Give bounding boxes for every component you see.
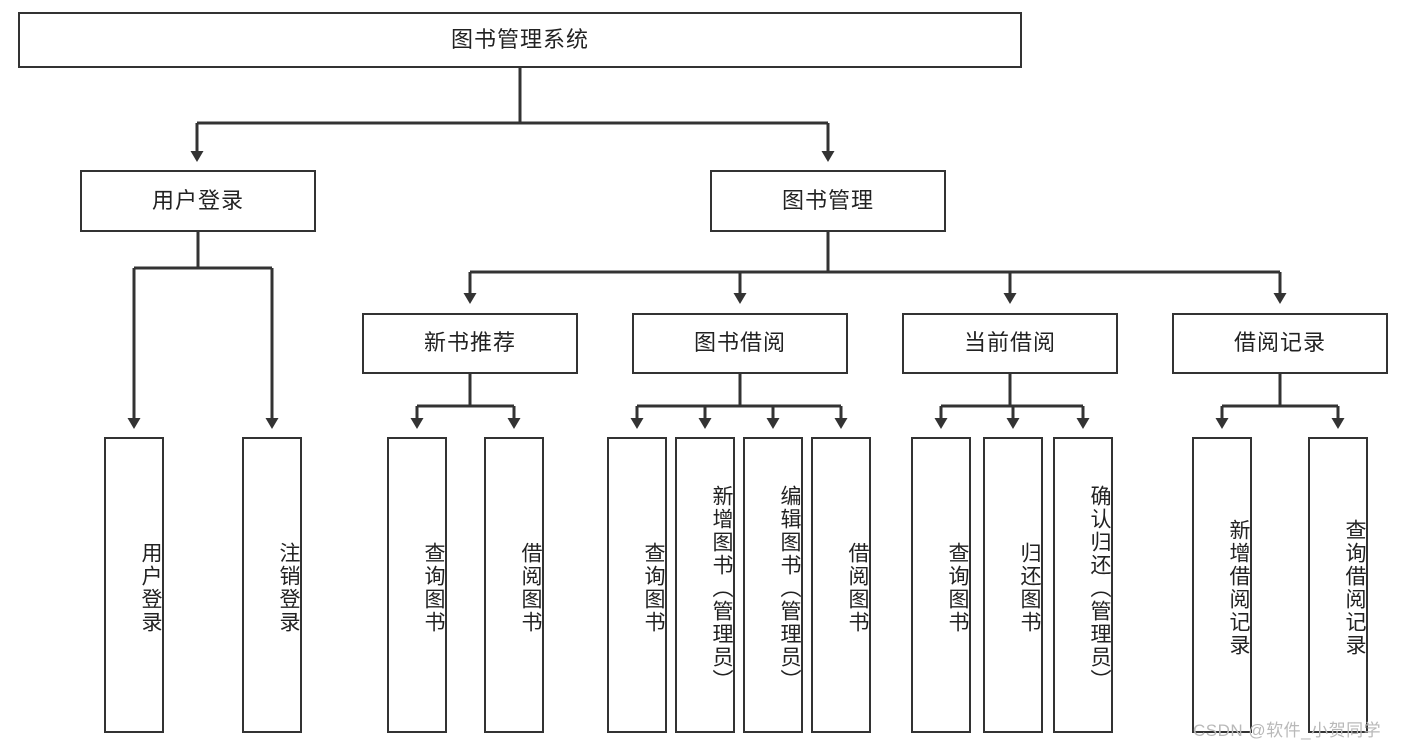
- leaf-query-book-2[interactable]: 查询图书: [607, 437, 667, 733]
- leaf-query-book-2-label: 查询图书: [642, 542, 665, 634]
- leaf-borrow-book-2[interactable]: 借阅图书: [811, 437, 871, 733]
- leaf-borrow-book-2-label: 借阅图书: [846, 542, 869, 634]
- node-root-label: 图书管理系统: [450, 26, 589, 52]
- leaf-user-logout-label: 注销登录: [277, 542, 300, 634]
- edge-book-borrow-bus: [630, 374, 848, 429]
- node-book-borrow[interactable]: 图书借阅: [632, 313, 848, 374]
- edge-book-manage-bus: [463, 232, 1287, 304]
- leaf-user-login[interactable]: 用户登录: [104, 437, 164, 733]
- edge-borrow-record-bus: [1215, 374, 1345, 429]
- node-book-manage-label: 图书管理: [781, 187, 874, 213]
- leaf-query-book-3[interactable]: 查询图书: [911, 437, 971, 733]
- leaf-query-book-3-label: 查询图书: [946, 542, 969, 634]
- csdn-watermark: CSDN @软件_小贺同学: [1193, 721, 1382, 740]
- leaf-confirm-return[interactable]: 确认归还（管理员）: [1053, 437, 1113, 733]
- node-user-login[interactable]: 用户登录: [80, 170, 316, 232]
- edge-new-book-recommend-bus: [410, 374, 521, 429]
- node-current-borrow[interactable]: 当前借阅: [902, 313, 1118, 374]
- leaf-borrow-book-1-label: 借阅图书: [519, 542, 542, 634]
- leaf-query-record-label: 查询借阅记录: [1343, 519, 1366, 657]
- node-new-book-recommend-label: 新书推荐: [423, 330, 516, 356]
- node-borrow-record-label: 借阅记录: [1233, 330, 1326, 356]
- node-borrow-record[interactable]: 借阅记录: [1172, 313, 1388, 374]
- leaf-add-book-label: 新增图书（管理员）: [710, 484, 733, 692]
- edge-root-bus: [190, 68, 835, 162]
- edge-user-login-bus: [127, 232, 279, 429]
- leaf-borrow-book-1[interactable]: 借阅图书: [484, 437, 544, 733]
- leaf-edit-book-label: 编辑图书（管理员）: [778, 484, 801, 692]
- leaf-add-record-label: 新增借阅记录: [1227, 519, 1250, 657]
- leaf-user-login-label: 用户登录: [139, 542, 162, 634]
- leaf-add-record[interactable]: 新增借阅记录: [1192, 437, 1252, 733]
- leaf-query-book-1-label: 查询图书: [422, 542, 445, 634]
- node-book-borrow-label: 图书借阅: [693, 330, 786, 356]
- leaf-confirm-return-label: 确认归还（管理员）: [1088, 484, 1111, 692]
- leaf-return-book-label: 归还图书: [1018, 542, 1041, 634]
- node-new-book-recommend[interactable]: 新书推荐: [362, 313, 578, 374]
- node-book-manage[interactable]: 图书管理: [710, 170, 946, 232]
- leaf-user-logout[interactable]: 注销登录: [242, 437, 302, 733]
- node-current-borrow-label: 当前借阅: [963, 330, 1056, 356]
- leaf-edit-book[interactable]: 编辑图书（管理员）: [743, 437, 803, 733]
- node-user-login-label: 用户登录: [151, 187, 244, 213]
- node-root[interactable]: 图书管理系统: [18, 12, 1022, 68]
- leaf-add-book[interactable]: 新增图书（管理员）: [675, 437, 735, 733]
- leaf-return-book[interactable]: 归还图书: [983, 437, 1043, 733]
- edge-current-borrow-bus: [934, 374, 1090, 429]
- leaf-query-book-1[interactable]: 查询图书: [387, 437, 447, 733]
- leaf-query-record[interactable]: 查询借阅记录: [1308, 437, 1368, 733]
